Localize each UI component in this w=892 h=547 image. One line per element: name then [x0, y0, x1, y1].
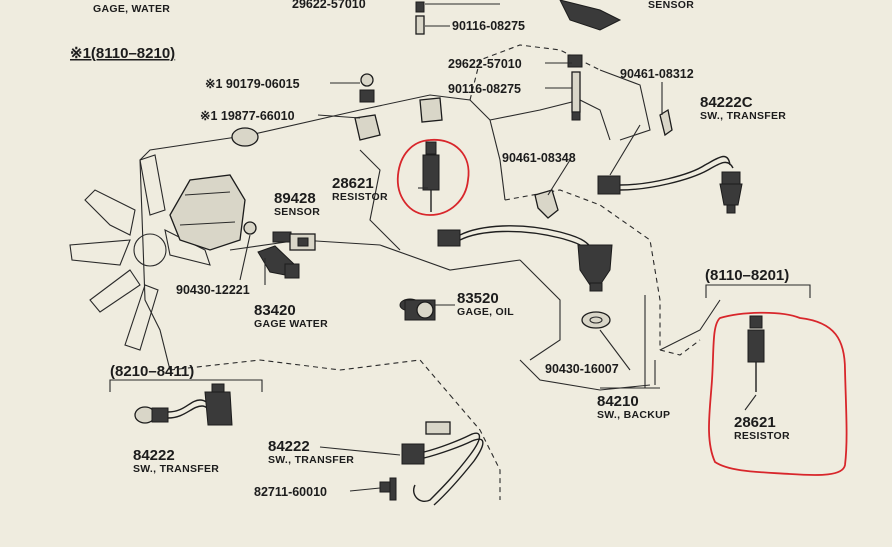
label-pn-84222-bottom: 84222 — [268, 438, 310, 455]
resistor-alt-icon — [747, 315, 765, 392]
label-sw-transfer-left: SW., TRANSFER — [133, 463, 219, 475]
label-gage-oil: GAGE, OIL — [457, 306, 514, 318]
label-pn-90116-top: 90116-08275 — [452, 19, 525, 33]
label-sw-transfer-bottom: SW., TRANSFER — [268, 454, 354, 466]
label-range-8110-8201: (8110–8201) — [705, 267, 789, 284]
label-pn-90430-12221: 90430-12221 — [176, 283, 250, 297]
label-pn-89428: 89428 — [274, 190, 316, 207]
label-pn-90430-16007: 90430-16007 — [545, 362, 619, 376]
filler-cap — [231, 73, 443, 147]
gasket-icon — [581, 311, 611, 329]
label-range-8210-8411: (8210–8411) — [110, 363, 194, 380]
range-bracket-left — [109, 379, 263, 392]
label-sw-backup: SW., BACKUP — [597, 409, 670, 421]
label-pn-29622-top: 29622-57010 — [292, 0, 366, 11]
label-sw-transfer-right: SW., TRANSFER — [700, 110, 786, 122]
label-pn-83420: 83420 — [254, 302, 296, 319]
label-pn-90116-mid: 90116-08275 — [448, 82, 521, 96]
label-pn-29622-mid: 29622-57010 — [448, 57, 522, 71]
sensor-89428-icon — [272, 231, 316, 251]
gage-water-icon — [243, 221, 300, 279]
thermostat-housing — [169, 174, 246, 251]
transfer-switch-left-icon — [134, 383, 233, 426]
gage-oil-icon — [399, 298, 436, 321]
label-sensor-mid: SENSOR — [274, 206, 320, 218]
range-bracket-right — [705, 284, 811, 298]
label-pn-84210: 84210 — [597, 393, 639, 410]
label-pn-90179: ※1 90179-06015 — [205, 77, 300, 91]
top-bolt-icons — [415, 0, 622, 121]
fan-icon — [69, 154, 211, 351]
label-pn-90461-08312: 90461-08312 — [620, 67, 694, 81]
label-pn-28621-alt: 28621 — [734, 414, 776, 431]
backup-switch-icon — [437, 225, 613, 292]
label-resistor-main: RESISTOR — [332, 191, 388, 203]
label-range-8110-8210: ※1(8110–8210) — [70, 45, 175, 62]
clip-icon — [659, 108, 673, 137]
label-sensor-top: SENSOR — [648, 0, 694, 11]
label-pn-28621-main: 28621 — [332, 175, 374, 192]
label-pn-19877: ※1 19877-66010 — [200, 109, 295, 123]
highlight-circle-alt — [708, 311, 848, 476]
label-gage-water-top: GAGE, WATER — [93, 3, 170, 15]
label-pn-90461-08348: 90461-08348 — [502, 151, 576, 165]
leader-lines — [239, 3, 757, 492]
label-pn-82711: 82711-60010 — [254, 485, 327, 499]
label-gage-water-mid: GAGE WATER — [254, 318, 328, 330]
transfer-switch-bottom-icon — [379, 421, 484, 506]
label-pn-84222-left: 84222 — [133, 447, 175, 464]
label-resistor-alt: RESISTOR — [734, 430, 790, 442]
highlight-circle-main — [396, 139, 470, 216]
label-pn-83520: 83520 — [457, 290, 499, 307]
clamp-icon — [534, 189, 559, 219]
transfer-switch-right-icon — [597, 155, 743, 214]
resistor-main-icon — [422, 141, 440, 212]
label-pn-84222c: 84222C — [700, 94, 753, 111]
